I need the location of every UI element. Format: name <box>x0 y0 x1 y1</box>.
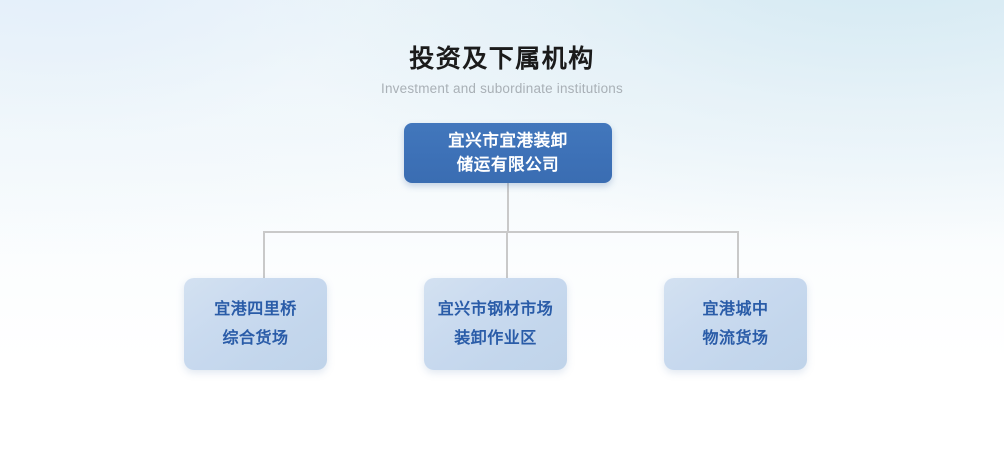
org-node-child-2-label: 宜兴市钢材市场 装卸作业区 <box>438 295 554 353</box>
org-node-child-3[interactable]: 宜港城中 物流货场 <box>664 278 807 370</box>
org-node-child-3-label: 宜港城中 物流货场 <box>702 295 768 353</box>
org-node-child-3-label-line1: 宜港城中 <box>702 301 769 318</box>
org-node-child-1-label: 宜港四里桥 综合货场 <box>214 295 297 353</box>
org-node-child-1[interactable]: 宜港四里桥 综合货场 <box>184 278 327 370</box>
org-node-root-label-line1: 宜兴市宜港装卸 <box>448 132 568 150</box>
connector-root-vertical <box>507 183 509 233</box>
org-node-child-2-label-line1: 宜兴市钢材市场 <box>437 301 554 318</box>
org-node-child-2-label-line2: 装卸作业区 <box>454 330 537 347</box>
connector-child-1-vertical <box>263 231 265 279</box>
page-subtitle: Investment and subordinate institutions <box>381 81 623 96</box>
page-title: 投资及下属机构 <box>409 45 595 73</box>
org-node-root-label-line2: 储运有限公司 <box>456 156 560 174</box>
org-node-child-1-label-line1: 宜港四里桥 <box>214 301 297 318</box>
org-node-child-1-label-line2: 综合货场 <box>222 330 289 347</box>
org-node-root[interactable]: 宜兴市宜港装卸 储运有限公司 <box>404 123 612 183</box>
connector-child-2-vertical <box>506 231 508 279</box>
org-node-root-label: 宜兴市宜港装卸 储运有限公司 <box>448 129 568 177</box>
connector-child-3-vertical <box>737 231 739 279</box>
org-node-child-2[interactable]: 宜兴市钢材市场 装卸作业区 <box>424 278 567 370</box>
connector-horizontal-bus <box>263 231 739 233</box>
page-header: 投资及下属机构 Investment and subordinate insti… <box>0 42 1004 98</box>
org-node-child-3-label-line2: 物流货场 <box>702 330 769 347</box>
